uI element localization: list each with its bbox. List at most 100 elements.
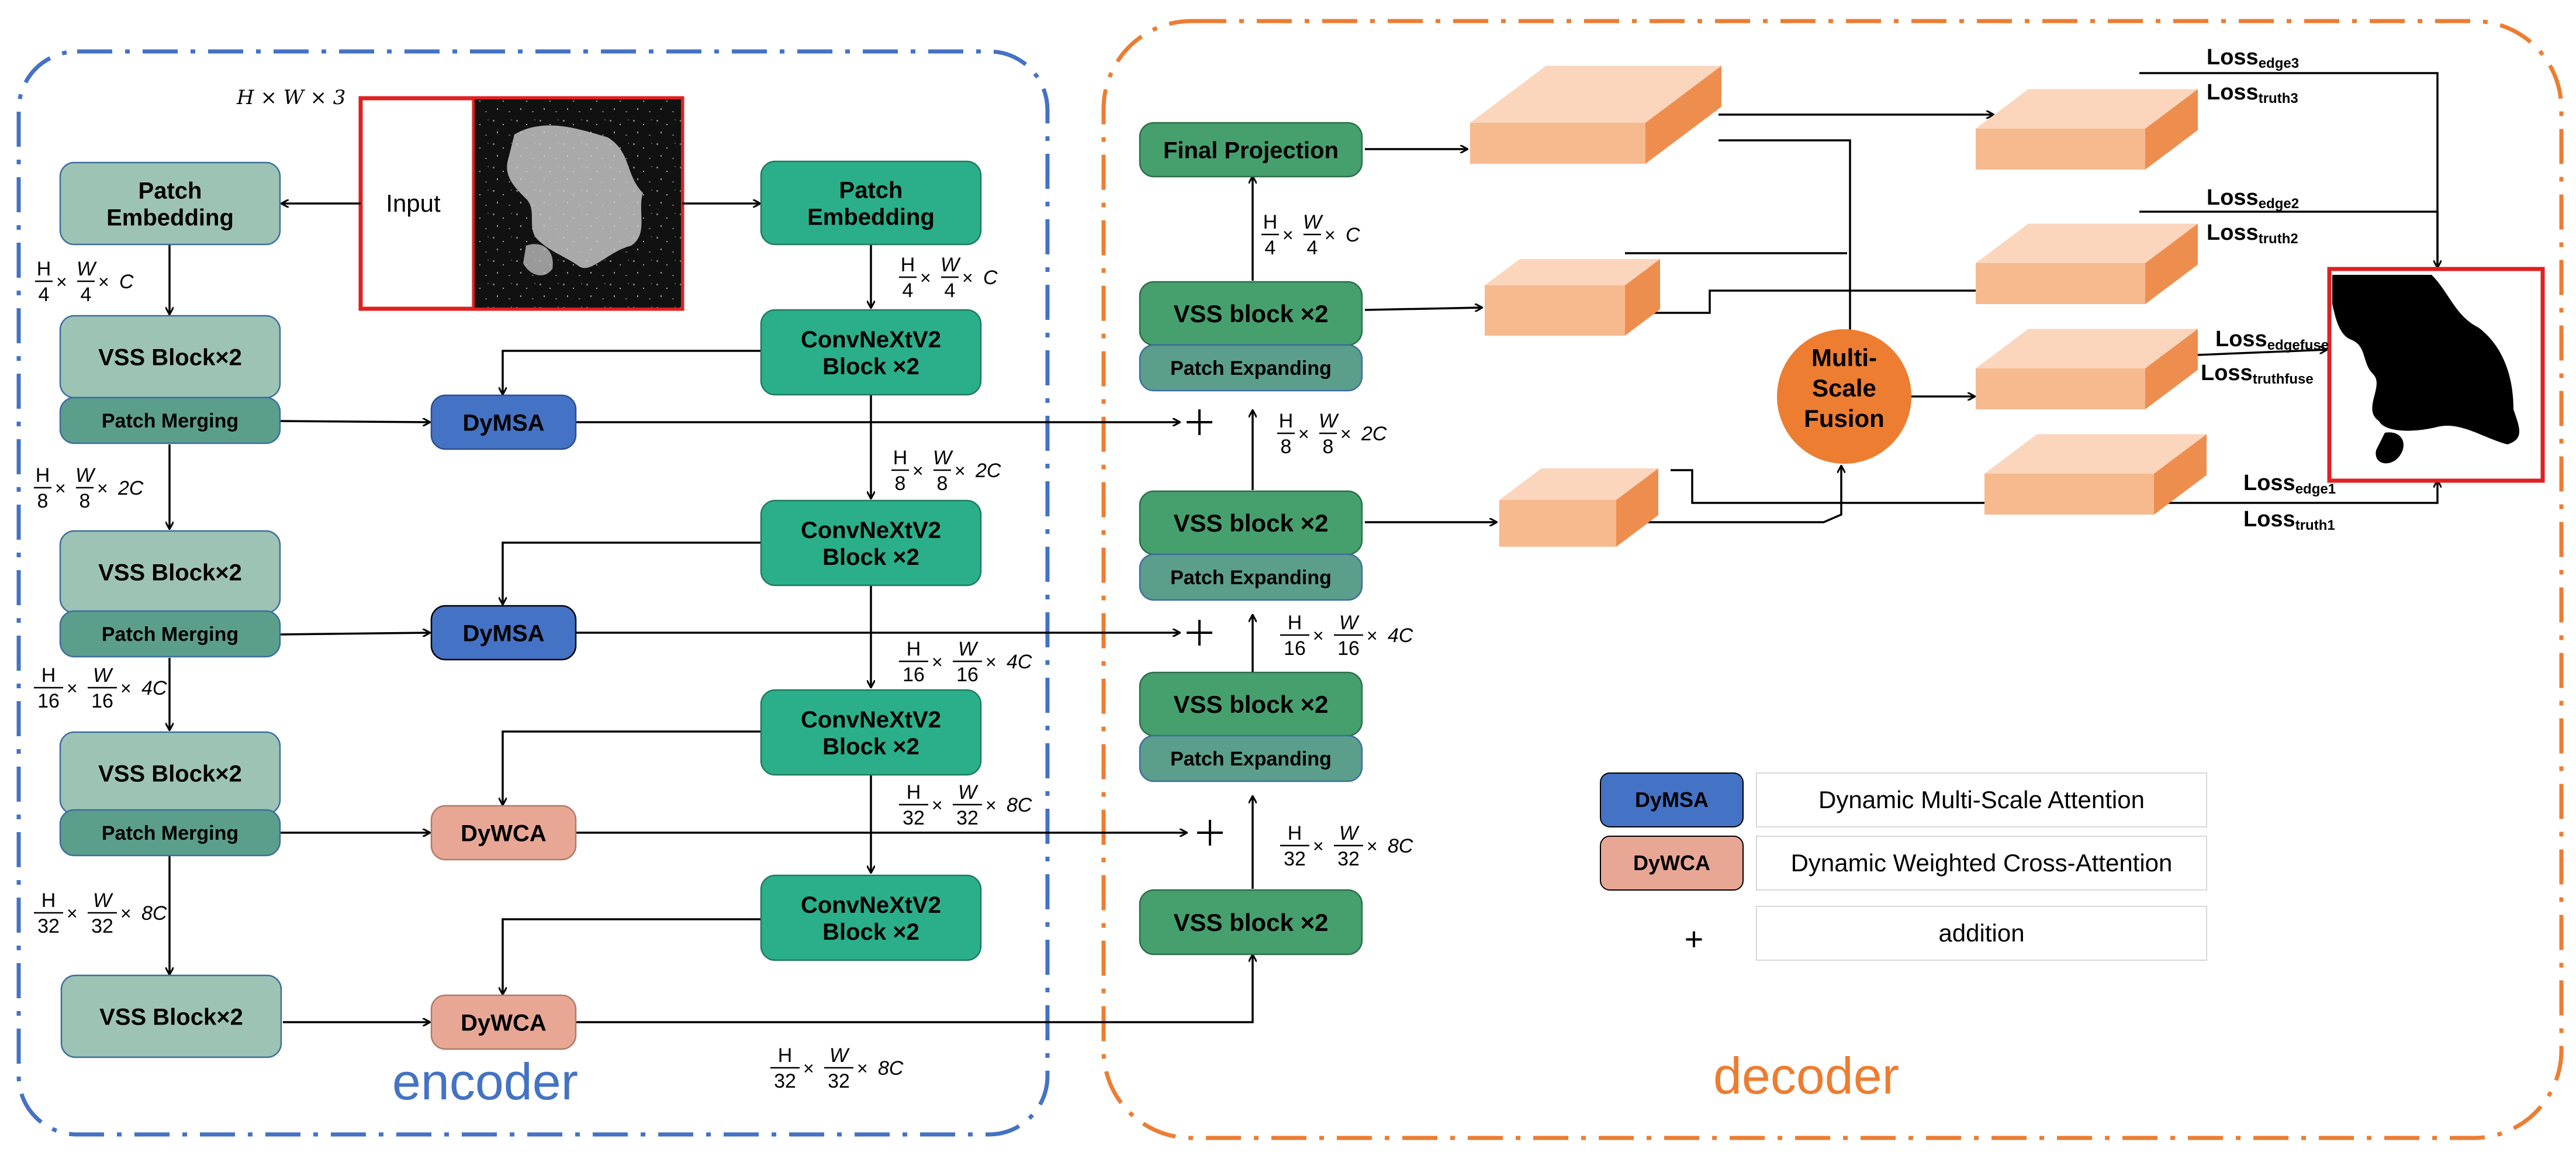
patch-expanding-3: Patch Expanding (1139, 344, 1363, 392)
vss-block-left-1: VSS Block×2 (59, 315, 281, 399)
svg-text:×: × (962, 267, 973, 288)
svg-text:×: × (67, 678, 78, 699)
svg-text:H: H (907, 638, 921, 660)
svg-text:4: 4 (1307, 237, 1318, 259)
svg-text:W: W (1339, 822, 1360, 844)
feature-map-outfuse (1976, 329, 2198, 409)
svg-text:H: H (893, 447, 908, 469)
svg-text:8C: 8C (141, 902, 167, 925)
patch-expanding-1-label: Patch Expanding (1170, 748, 1332, 770)
decoder-frame (1101, 19, 2564, 1140)
vss-block-dec-0-label: VSS block ×2 (1174, 909, 1329, 936)
legend-plus-desc: addition (1938, 919, 2024, 947)
dim-dec-h4: H4×W4×C (1261, 211, 1360, 259)
feature-map-scale1 (1499, 468, 1658, 547)
patch-merging-2: Patch Merging (59, 610, 281, 658)
svg-text:8: 8 (37, 490, 49, 512)
svg-text:16: 16 (1337, 637, 1360, 660)
svg-text:H: H (42, 889, 56, 912)
svg-text:W: W (941, 254, 961, 276)
svg-text:×: × (912, 460, 924, 481)
dim-dec-h16: H16×W16×4C (1280, 612, 1413, 660)
svg-text:×: × (932, 651, 943, 672)
vss-block-left-1-label: VSS Block×2 (98, 344, 242, 370)
svg-text:W: W (1319, 410, 1339, 432)
dim-left-h8: H8×W8×2C (34, 464, 144, 512)
input-label: Input (386, 189, 441, 217)
vss-block-dec-3: VSS block ×2 (1139, 281, 1363, 346)
legend-dymsa-swatch (1600, 772, 1744, 827)
feature-map-scale2 (1485, 259, 1660, 336)
loss-edge2: Lossedge2 (2207, 185, 2299, 212)
svg-text:32: 32 (774, 1070, 796, 1092)
svg-text:16: 16 (91, 690, 113, 712)
final-projection-label: Final Projection (1163, 137, 1339, 163)
legend-dywca-swatch (1600, 836, 1744, 891)
dywca-1: DyWCA (430, 805, 577, 861)
svg-text:H: H (1288, 612, 1302, 634)
vss-block-left-3-label: VSS Block×2 (98, 761, 242, 787)
svg-text:W: W (933, 447, 953, 469)
svg-text:×: × (120, 678, 132, 699)
vss-block-left-4-label: VSS Block×2 (99, 1004, 243, 1030)
svg-text:H: H (1279, 410, 1294, 432)
svg-text:8C: 8C (878, 1057, 904, 1079)
feature-map-out2 (1976, 223, 2198, 304)
svg-text:×: × (56, 271, 67, 292)
dywca-2: DyWCA (430, 994, 577, 1050)
svg-text:×: × (1282, 225, 1294, 246)
loss-truth2: Losstruth2 (2207, 220, 2298, 247)
legend-dywca-key: DyWCA (1633, 851, 1710, 875)
loss-edgefuse: Lossedgefuse (2215, 327, 2329, 353)
svg-text:2C: 2C (117, 477, 144, 499)
svg-text:×: × (120, 903, 132, 924)
svg-text:×: × (97, 478, 108, 499)
vss-block-left-2: VSS Block×2 (59, 530, 281, 614)
svg-text:H: H (778, 1044, 793, 1067)
feature-maps (1470, 65, 2207, 547)
dim-dec-h8: H8×W8×2C (1277, 410, 1387, 458)
patch-expanding-2: Patch Expanding (1139, 553, 1363, 601)
svg-text:32: 32 (903, 807, 925, 829)
svg-text:8: 8 (895, 472, 906, 495)
svg-text:32: 32 (91, 915, 113, 937)
svg-text:4: 4 (945, 280, 956, 302)
vss-block-left-3: VSS Block×2 (59, 731, 281, 815)
patch-merging-1-label: Patch Merging (102, 410, 238, 432)
svg-text:C: C (1346, 224, 1360, 246)
feature-map-scale3 (1470, 65, 1721, 164)
dymsa-2: DyMSA (430, 605, 577, 661)
svg-text:×: × (55, 478, 66, 499)
svg-text:4C: 4C (1388, 625, 1413, 647)
svg-text:H: H (42, 664, 56, 687)
svg-text:4C: 4C (1007, 651, 1032, 673)
svg-text:×: × (955, 460, 966, 481)
svg-text:×: × (1340, 423, 1351, 444)
svg-text:W: W (829, 1044, 850, 1067)
encoder-frame (16, 49, 1050, 1137)
patch-expanding-2-label: Patch Expanding (1170, 567, 1332, 589)
legend-dymsa-desc: Dynamic Multi-Scale Attention (1818, 786, 2145, 813)
loss-labels: Lossedge3Losstruth3Lossedge2Losstruth2Lo… (2201, 45, 2336, 533)
loss-truthfuse: Losstruthfuse (2201, 361, 2314, 387)
svg-text:8C: 8C (1388, 835, 1413, 857)
dim-right-h32: H32×W32×8C (899, 781, 1032, 829)
legend-dymsa-key: DyMSA (1635, 788, 1709, 812)
input-sar-image (475, 99, 681, 308)
svg-text:×: × (67, 903, 78, 924)
svg-text:W: W (75, 464, 96, 487)
feature-map-out3 (1976, 89, 2198, 170)
encoder-title: encoder (392, 1053, 578, 1110)
svg-text:32: 32 (956, 807, 978, 829)
dim-right-h16: H16×W16×4C (899, 638, 1032, 686)
decoder-title: decoder (1713, 1047, 1899, 1105)
